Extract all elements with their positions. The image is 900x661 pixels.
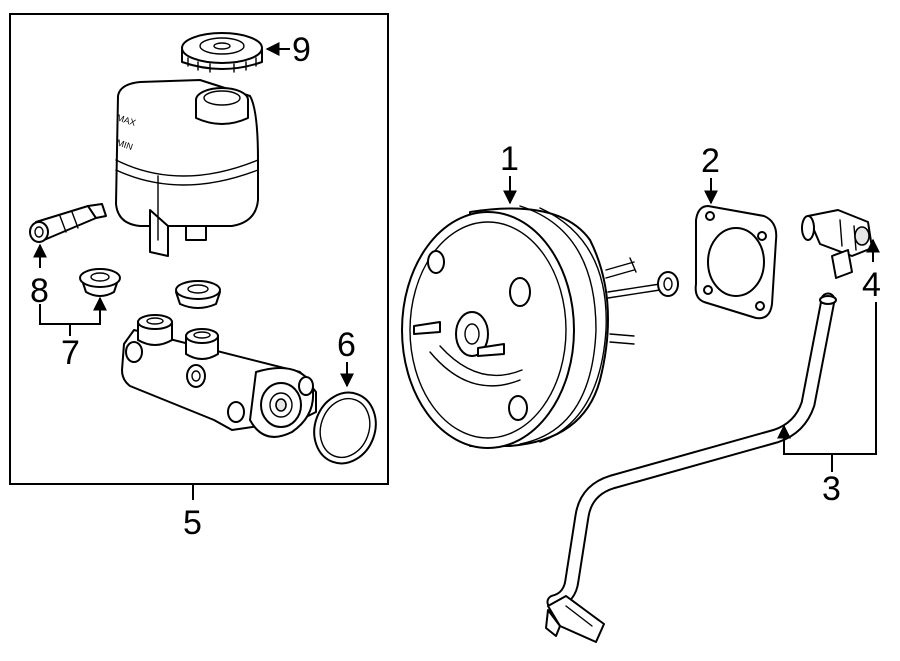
booster-gasket — [694, 205, 778, 320]
callout-2: 2 — [701, 142, 720, 180]
brake-booster — [401, 205, 679, 449]
o-ring-seal — [313, 391, 377, 465]
callout-7: 7 — [61, 334, 80, 372]
callout-3: 3 — [822, 470, 841, 508]
master-cylinder — [121, 314, 317, 438]
vacuum-hose — [545, 292, 837, 643]
callout-9: 9 — [292, 31, 311, 69]
grommet-left — [79, 268, 121, 297]
callout-5: 5 — [183, 504, 202, 542]
reservoir-cap — [181, 32, 263, 73]
check-valve — [801, 209, 873, 279]
callout-1: 1 — [500, 140, 519, 178]
fluid-level-sensor — [29, 203, 107, 243]
fluid-reservoir: MAX MIN — [115, 79, 259, 257]
leader-7 — [39, 300, 101, 325]
reservoir-min-label: MIN — [115, 137, 134, 152]
master-cylinder-assembly-box — [9, 13, 389, 485]
callout-4: 4 — [862, 266, 881, 304]
callout-6: 6 — [337, 326, 356, 364]
callout-8: 8 — [30, 272, 49, 310]
grommet-right — [175, 280, 221, 309]
